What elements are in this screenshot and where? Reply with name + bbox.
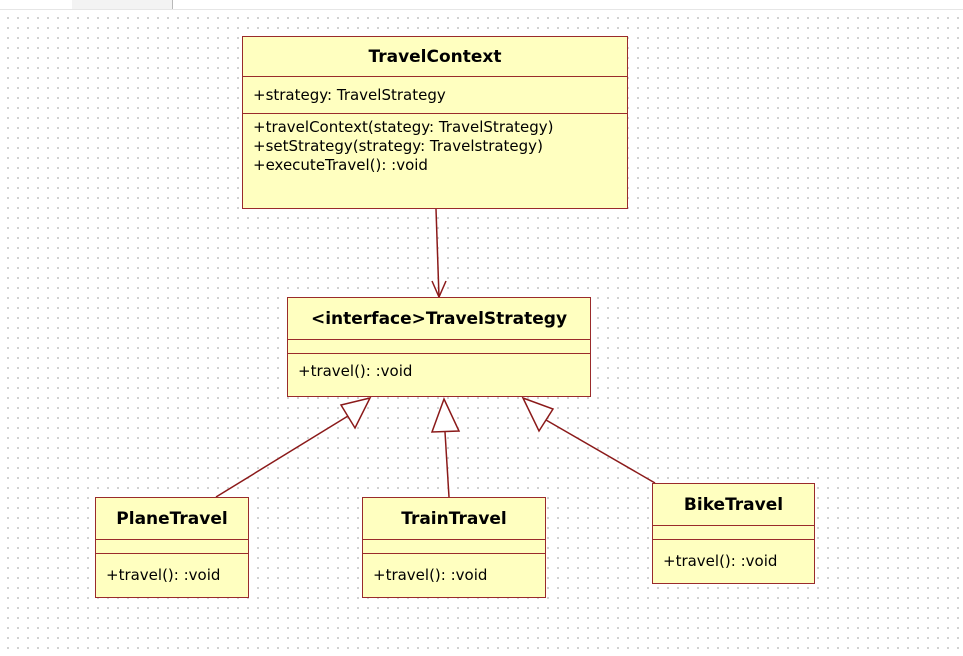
train-realization-arrowhead — [430, 397, 461, 433]
operation-travel: +travel(): :void — [663, 551, 778, 570]
interface-travel-strategy[interactable]: <interface>TravelStrategy +travel(): :vo… — [287, 297, 591, 397]
class-operations: +travel(): :void — [653, 540, 814, 582]
class-travel-context[interactable]: TravelContext +strategy: TravelStrategy … — [242, 36, 628, 209]
operation-travel: +travel(): :void — [373, 565, 488, 584]
bike-realization-line — [545, 419, 656, 484]
plane-realization-line — [215, 415, 349, 498]
class-name: TravelContext — [243, 37, 627, 77]
attribute-strategy: +strategy: TravelStrategy — [253, 86, 446, 104]
operation-execute-travel: +executeTravel(): :void — [253, 156, 428, 174]
train-realization-line — [444, 431, 450, 498]
editor-tab-strip — [0, 0, 963, 10]
class-name: PlaneTravel — [96, 498, 248, 540]
class-operations: +travel(): :void — [288, 354, 590, 381]
operation-travel: +travel(): :void — [298, 362, 413, 380]
class-attributes — [288, 340, 590, 354]
plane-realization-arrowhead — [339, 396, 372, 430]
operation-travel: +travel(): :void — [106, 565, 221, 584]
class-attributes — [363, 540, 545, 554]
class-plane-travel[interactable]: PlaneTravel +travel(): :void — [95, 497, 249, 598]
class-bike-travel[interactable]: BikeTravel +travel(): :void — [652, 483, 815, 584]
operation-travel-context: +travelContext(stategy: TravelStrategy) — [253, 118, 554, 136]
class-attributes — [653, 526, 814, 540]
class-name: BikeTravel — [653, 484, 814, 526]
class-name: <interface>TravelStrategy — [288, 298, 590, 340]
class-attributes — [96, 540, 248, 554]
association-line — [435, 208, 440, 298]
editor-tab[interactable] — [72, 0, 173, 9]
class-train-travel[interactable]: TrainTravel +travel(): :void — [362, 497, 546, 598]
class-operations: +travel(): :void — [96, 554, 248, 596]
class-operations: +travel(): :void — [363, 554, 545, 596]
bike-realization-arrowhead — [521, 396, 555, 433]
class-name: TrainTravel — [363, 498, 545, 540]
class-operations: +travelContext(stategy: TravelStrategy) … — [243, 114, 627, 175]
operation-set-strategy: +setStrategy(strategy: Travelstrategy) — [253, 137, 543, 155]
class-attributes: +strategy: TravelStrategy — [243, 77, 627, 114]
